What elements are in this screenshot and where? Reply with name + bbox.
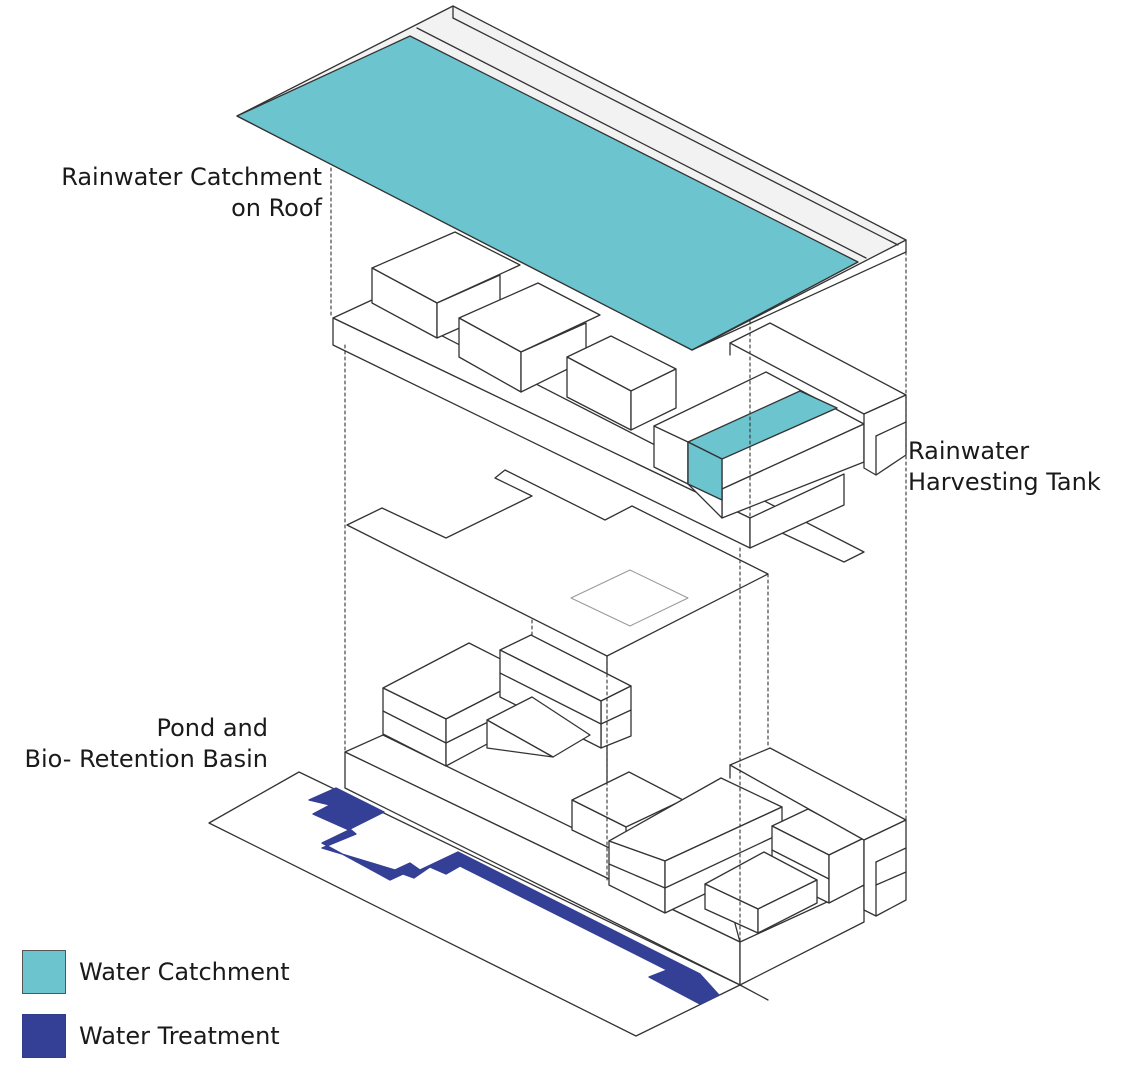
label-line: on Roof (61, 193, 322, 224)
roof-layer (237, 6, 906, 350)
label-line: Pond and (25, 713, 268, 744)
ground-floor-layer (209, 635, 906, 1036)
legend-item-water-treatment: Water Treatment (22, 1014, 280, 1058)
label-rainwater-harvesting-tank: Rainwater Harvesting Tank (908, 436, 1101, 498)
skylight (571, 570, 688, 626)
label-pond-and-bio-retention-basin: Pond and Bio- Retention Basin (25, 713, 268, 775)
label-line: Harvesting Tank (908, 467, 1101, 498)
label-line: Bio- Retention Basin (25, 744, 268, 775)
legend-item-water-catchment: Water Catchment (22, 950, 290, 994)
label-line: Rainwater (908, 436, 1101, 467)
ground-edge (740, 985, 768, 1000)
label-rainwater-catchment-on-roof: Rainwater Catchment on Roof (61, 162, 322, 224)
legend-label: Water Treatment (79, 1022, 280, 1050)
label-line: Rainwater Catchment (61, 162, 322, 193)
legend-swatch-catchment (22, 950, 66, 994)
legend-swatch-treatment (22, 1014, 66, 1058)
legend-label: Water Catchment (79, 958, 290, 986)
